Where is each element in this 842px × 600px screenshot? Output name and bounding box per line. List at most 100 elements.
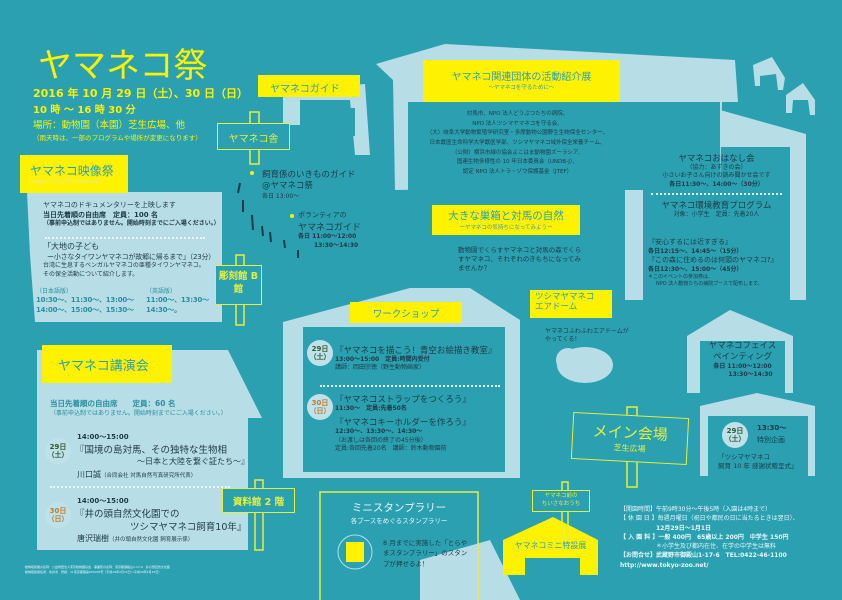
item-pre: ボランティアの	[298, 211, 347, 219]
text: （土）	[47, 450, 69, 459]
text: （大）岐阜大学動物繁殖学研究室・多摩動物公園野生生物保全センター、	[426, 130, 609, 137]
lecture-title-line: ツシマヤマネコ飼育10年』	[130, 522, 247, 533]
film-movie: 「大地の子ども ー小さなタイワンヤマネコが故郷に帰るまで」（23分） 台湾に生息…	[43, 242, 215, 279]
text: ちいさなおうち	[541, 500, 581, 507]
main-venue-sign: メイン会場 芝生広場	[570, 411, 690, 466]
text: 13:00〜15:00 定員:時間内受付	[335, 356, 430, 363]
jp-label: （日本語版）	[36, 288, 73, 295]
nestbox-subtitle: ーヤマネコの気持ちになってみようー	[459, 225, 553, 231]
stamp-heading: ミニスタンプラリー 各ブースをめぐるスタンプラリー	[320, 500, 478, 525]
text: 各日 11:00〜12:00	[713, 363, 772, 371]
special-house	[700, 393, 815, 476]
date-badge: 29日（土）	[307, 340, 333, 366]
affiliation: （合同会社 対馬自然写真研究所代表）	[101, 473, 197, 479]
mini-exhibit-title: ヤマネコミニ特設展	[514, 541, 587, 550]
lecture-house	[37, 350, 262, 550]
groups-list: 対馬市、NPO 法人どうぶつたちの病院、NPO 法人ツシマヤマネコを守る会、（大…	[410, 110, 625, 177]
event-date: 2016 年 10 月 29 日（土）、30 日（日）	[33, 87, 249, 100]
text: ＊小学生及び都内在住、在学の中学生は無料	[656, 543, 777, 551]
film-info: ヤマネコのドキュメンタリーを上映します 当日先着順の自由席 定員：100 名 （…	[43, 200, 220, 229]
lecture-seats: 当日先着順の自由席 定員：60 名	[50, 399, 176, 408]
stamp-desc: 8 月までに実施した「とらやまスタンプラリー」のスタンプが押せるよ！	[383, 539, 468, 568]
lecture-time: 14:00〜15:00	[77, 497, 129, 505]
airdome-cat-icon	[556, 347, 613, 383]
airdome-label: ツシマヤマネコエアドーム	[530, 290, 612, 318]
film-lead: ヤマネコのドキュメンタリーを上映します	[43, 201, 176, 209]
date-badge: 30日（日）	[307, 394, 333, 420]
text: 飼育 10 年 感謝状贈呈式」	[718, 462, 798, 471]
event-title: ヤマネコ祭	[38, 46, 208, 86]
workshop-day2: 『ヤマネコストラップをつくろう』 11:30〜 定員:先着50名 『ヤマネコキー…	[335, 393, 471, 454]
story-desc: 小さいお子さん向けの読み聞かせ会です	[662, 172, 771, 180]
item-title: 飼育係のいきものガイド	[262, 170, 356, 180]
divider	[50, 486, 230, 488]
jp-schedule: （日本語版） 10:30〜、11:30〜、13:00〜 14:00〜、15:00…	[36, 288, 134, 316]
info-fee: 【 入 園 料 】一般 400円 65歳以上 200円 中学生 150円	[620, 533, 789, 541]
face-panel: ヤマネコフェイス ペインティング 各日 11:00〜12:00 13:30〜14…	[700, 341, 785, 380]
decorative-shape	[251, 214, 254, 231]
decorative-shape	[254, 479, 264, 551]
text: 各日12:15〜、14:45〜（15分）	[648, 247, 743, 255]
item-title: @ヤマネコ祭	[262, 181, 313, 192]
text: 『ヤマネコストラップをつくろう』	[335, 395, 471, 405]
text: NPO 法人動物たちの病院ブースで配布します。	[656, 281, 763, 288]
text: 11:30〜 定員:先着50名	[335, 405, 407, 412]
groups-subtitle: 〜ヤマネコを守るために〜	[488, 85, 555, 91]
lecture-title: ヤマネコ講演会	[42, 345, 172, 383]
text: エアドーム	[535, 302, 578, 313]
text: （日）	[309, 406, 331, 415]
airdome-desc: ヤマネコふわふわエアドームがやってくる！	[545, 328, 629, 345]
text: 12月29日〜1月1日	[656, 524, 712, 532]
story-panel: ヤマネコおはなし会 （協力：あずきの会） 小さいお子さん向けの読み聞かせ会です …	[643, 152, 790, 220]
film-no-reserve: （事前申込制ではありません。開始時刻までにご入場ください。）	[43, 220, 220, 228]
text: 29日	[49, 443, 67, 451]
path-dashes	[237, 182, 299, 258]
text: 13:30〜14:30	[728, 371, 773, 379]
text: ツシマヤマネコ	[535, 292, 595, 302]
en-label: （英語版）	[146, 288, 177, 295]
story-coop: （協力：あずきの会）	[686, 164, 747, 171]
item-time: 各日 13:00〜	[262, 192, 300, 200]
special-title: 「ツシマヤマネコ飼育 10 年 感謝状贈呈式」	[718, 453, 797, 471]
date-badge: 29日（土）	[45, 438, 71, 464]
jp-times: 10:30〜、11:30〜、13:00〜	[36, 296, 134, 305]
guide-cat-window	[320, 108, 355, 136]
text: 講師：岡田宗徳（野生動物画家）	[335, 364, 426, 372]
text: 認定 NPO 法人トラ・ゾウ保護基金（JTEF）	[462, 168, 573, 175]
mini-exhibit-house	[503, 517, 598, 575]
text: やってくる！	[545, 336, 581, 344]
text: 30日	[311, 399, 329, 407]
film-subtitle: Leopard Cat Film Festival	[30, 179, 99, 185]
bullet	[290, 214, 294, 218]
groups-title: ヤマネコ関連団体の活動紹介展	[451, 72, 592, 83]
story-title: ヤマネコおはなし会	[678, 154, 755, 164]
event-time: 10 時 〜 16 時 30 分	[33, 105, 136, 116]
decorative-shape	[269, 231, 272, 243]
small-house-icon	[753, 57, 785, 90]
text: 動物取扱責任者：永井清 登録：11東京都展第001005号（平成19年2月15日…	[25, 570, 162, 575]
en-schedule: （英語版） 11:00〜、13:30〜 14:30〜。	[146, 288, 209, 316]
text: 『安心するには近すぎる』	[648, 238, 732, 246]
film-seats: 当日先着順の自由席 定員：100 名	[43, 211, 159, 220]
affiliation: （井の頭自然文化園 飼育展示係）	[109, 537, 194, 543]
info-url[interactable]: http://www.tokyo-zoo.net/	[620, 561, 709, 569]
sign-sculpture-hall: 彫刻館 B 館	[215, 265, 262, 305]
decorative-shape	[237, 182, 241, 194]
movie-subtitle: ー小さなタイワンヤマネコが故郷に帰るまで」（23分）	[47, 252, 216, 261]
decorative-shape	[261, 225, 264, 237]
program-list: 『安心するには近すぎる』 各日12:15〜、14:45〜（15分） 『この森に住…	[648, 238, 778, 288]
program-title: ヤマネコ環境教育プログラム	[661, 201, 772, 212]
jp-times: 14:00〜、15:00〜、15:30〜	[36, 306, 134, 315]
film-panel	[27, 192, 222, 322]
text: 動物取扱業の名称：公益財団法人東京動物園協会 事業所の名称：東京都御殿山1-17…	[25, 565, 170, 569]
decorative-shape	[346, 542, 364, 562]
text: NPO 法人ツシマヤマネコを守る会、	[472, 120, 563, 127]
small-house-icon	[786, 83, 815, 115]
nestbox-title: 大きな巣箱と対馬の自然	[448, 210, 564, 222]
decorative-shape	[319, 491, 479, 600]
airdome-path	[420, 540, 520, 600]
text: 29日	[311, 345, 329, 353]
text: ＊このイベントの参加券は、	[648, 274, 714, 281]
text: 30日	[49, 507, 67, 515]
divider	[45, 237, 205, 239]
